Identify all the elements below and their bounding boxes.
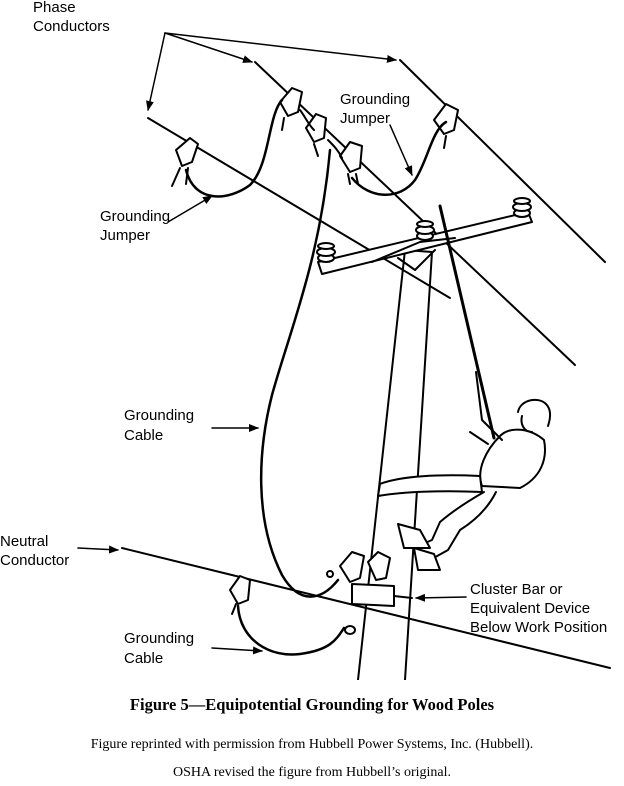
label-grounding-cable-middle: Grounding Cable bbox=[124, 407, 198, 444]
grounding-jumper-a bbox=[184, 98, 284, 198]
ground-clamp-top-2 bbox=[305, 113, 327, 157]
figure-note: OSHA revised the figure from Hubbell’s o… bbox=[172, 765, 451, 780]
label-phase-conductors: Phase Conductors bbox=[33, 0, 110, 35]
lineman bbox=[377, 371, 551, 571]
ground-clamp-top-1 bbox=[279, 87, 303, 131]
neutral-clamp-left bbox=[229, 575, 251, 615]
neutral-clamp-right bbox=[339, 551, 391, 583]
ground-clamp-right bbox=[433, 103, 459, 149]
phase-conductor-middle bbox=[254, 61, 576, 366]
label-grounding-cable-lower: Grounding Cable bbox=[124, 630, 198, 667]
label-arrows bbox=[77, 32, 467, 655]
figure-credit: Figure reprinted with permission from Hu… bbox=[90, 737, 534, 752]
phase-conductor-left bbox=[147, 117, 451, 299]
label-cluster-bar: Cluster Bar or Equivalent Device Below W… bbox=[470, 581, 607, 636]
cluster-bar bbox=[326, 570, 413, 607]
label-grounding-jumper-upper: Grounding Jumper bbox=[340, 91, 414, 127]
grounding-jumper-b bbox=[350, 120, 448, 196]
crossarm-insulator-right bbox=[512, 197, 532, 218]
grounding-diagram: Phase Conductors Grounding Jumper Ground… bbox=[0, 0, 611, 680]
crossarm-insulator-middle bbox=[415, 220, 435, 241]
grounding-cable-main bbox=[259, 148, 340, 598]
ground-clamp-left bbox=[171, 137, 199, 187]
figure-title: Figure 5—Equipotential Grounding for Woo… bbox=[129, 695, 495, 714]
phase-conductor-right bbox=[399, 59, 606, 263]
label-grounding-jumper-left: Grounding Jumper bbox=[100, 208, 174, 244]
crossarm-insulator-left bbox=[316, 242, 336, 263]
jumper-link bbox=[299, 109, 343, 159]
crossarm bbox=[317, 211, 533, 275]
hot-stick bbox=[438, 204, 496, 440]
grounding-cable-lower bbox=[236, 604, 346, 656]
neutral-insulator bbox=[344, 625, 356, 635]
label-neutral-conductor: Neutral Conductor bbox=[0, 533, 69, 569]
